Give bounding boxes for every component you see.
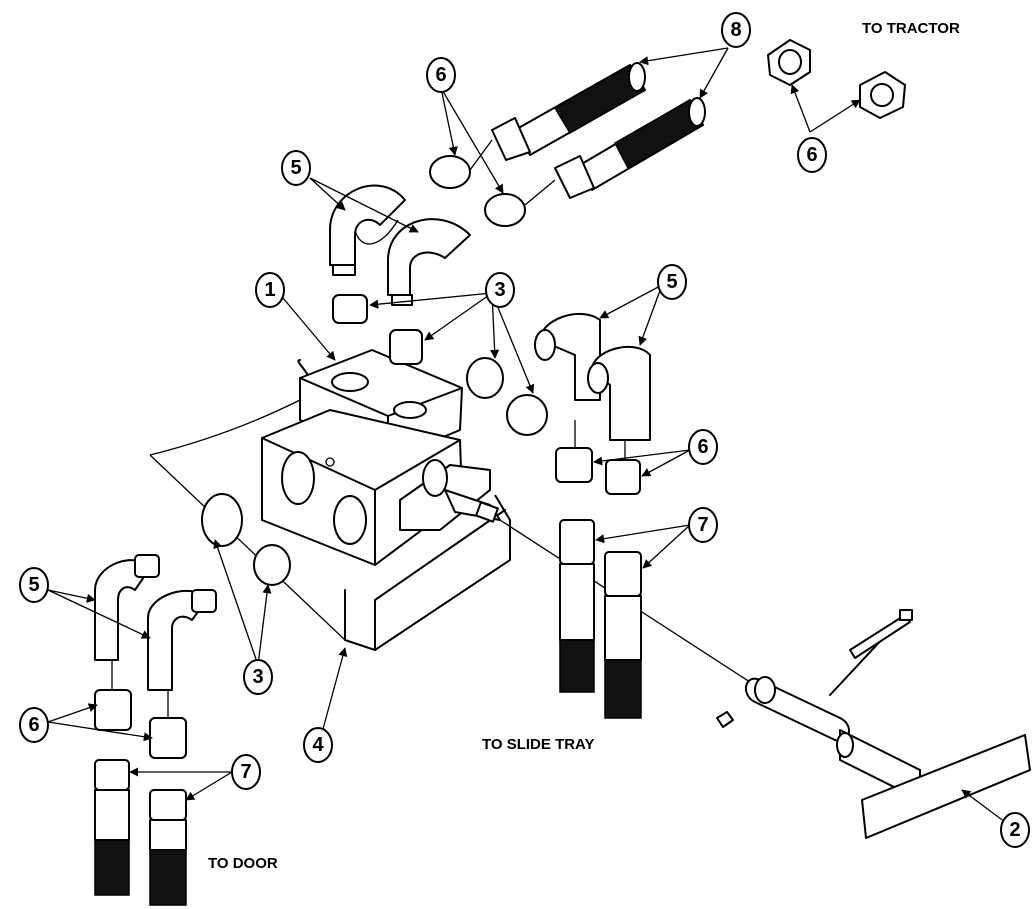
svg-text:5: 5 (666, 271, 677, 293)
callout-6-tractor: 6 (797, 137, 827, 173)
callout-5-right: 5 (657, 264, 687, 300)
mounting-bracket (149, 359, 511, 651)
svg-text:7: 7 (697, 514, 708, 536)
callout-6-top: 6 (426, 57, 456, 93)
right-fittings (466, 312, 651, 719)
callout-6-right: 6 (688, 429, 718, 465)
to-door-label: TO DOOR (208, 855, 278, 872)
svg-text:1: 1 (264, 279, 275, 301)
to-tractor-label: TO TRACTOR (862, 20, 960, 37)
svg-text:4: 4 (312, 734, 324, 756)
lever-assembly (716, 609, 1031, 839)
leader-lines (47, 47, 1006, 823)
callout-7-right: 7 (688, 507, 718, 543)
svg-text:6: 6 (697, 436, 708, 458)
callout-7-left: 7 (231, 754, 261, 790)
callout-4: 4 (303, 727, 333, 763)
svg-text:5: 5 (28, 574, 39, 596)
top-hoses (491, 62, 706, 199)
svg-text:2: 2 (1009, 819, 1020, 841)
callouts: 1 2 3 3 4 5 5 5 6 6 6 6 7 7 8 3 (19, 12, 1030, 848)
callout-8: 8 (721, 12, 751, 48)
callout-5-left: 5 (19, 567, 49, 603)
top-fittings (329, 139, 556, 365)
tractor-fittings (767, 39, 906, 119)
callout-5-top: 5 (281, 150, 311, 186)
svg-text:6: 6 (435, 64, 446, 86)
svg-text:3: 3 (252, 666, 263, 688)
svg-text:6: 6 (28, 714, 39, 736)
svg-text:7: 7 (240, 761, 251, 783)
callout-6-left: 6 (19, 707, 49, 743)
svg-text:5: 5 (290, 157, 301, 179)
callout-1: 1 (255, 272, 285, 308)
svg-text:8: 8 (730, 19, 741, 41)
to-slide-tray-label: TO SLIDE TRAY (482, 736, 595, 753)
callout-2: 2 (1000, 812, 1030, 848)
callout-3-lower: 3 (243, 659, 273, 695)
valve-body (261, 349, 501, 566)
svg-text:3: 3 (494, 279, 505, 301)
callout-3-upper: 3 (485, 272, 515, 308)
svg-text:6: 6 (806, 144, 817, 166)
left-fittings (94, 493, 291, 906)
